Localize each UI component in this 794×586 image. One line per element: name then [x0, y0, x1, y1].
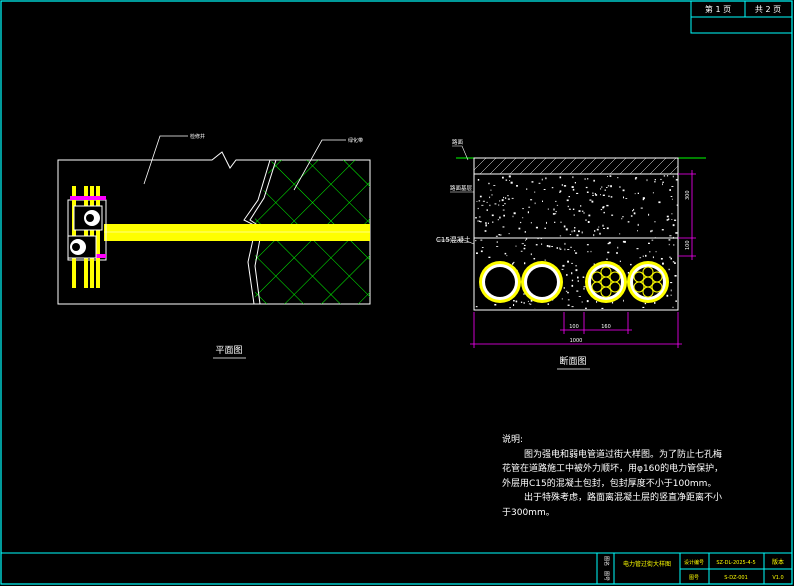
plan-view-title: 平面图: [215, 345, 242, 356]
concrete-encasement: [473, 237, 679, 311]
tb-design-no: SZ-DL-2025-4-5: [716, 560, 755, 566]
notes-line-1: 图为强电和弱电管道过街大样图。为了防止七孔梅: [524, 449, 723, 460]
base-layer: [473, 173, 679, 239]
dim-gap-2: 160: [601, 324, 611, 330]
conduit-1: [479, 261, 521, 303]
tb-drawing-name: 电力管过街大样图: [623, 560, 671, 568]
label-ground: 路面: [452, 138, 464, 146]
notes-heading: 说明:: [502, 435, 524, 445]
title-block: [1, 552, 792, 584]
dim-right-lower: 100: [685, 240, 691, 250]
tb-drawing-no: S-DZ-001: [724, 575, 748, 581]
tb-version: V1.0: [772, 575, 783, 581]
notes-line-4: 出于特殊考虑，路面离混凝土层的竖直净距离不小: [524, 493, 723, 504]
notes-line-3: 外层用C15的混凝土包封，包封厚度不小于100mm。: [502, 478, 717, 489]
tb-label-drawing-no: 图号: [603, 571, 609, 581]
leader-line-2: [293, 139, 346, 191]
tb-label-drawing-no-2: 图号: [689, 575, 699, 581]
cable-well: [67, 186, 107, 288]
leader-label-1: 检修井: [190, 133, 205, 140]
tb-label-version: 版本: [772, 558, 784, 566]
page-header-box: [690, 0, 793, 34]
break-line-1: [243, 159, 271, 305]
plan-outline: [57, 151, 371, 305]
dim-total: 1000: [570, 338, 583, 344]
conduit-4: [627, 261, 669, 303]
dim-gap-1: 100: [569, 324, 579, 330]
paving-layer: [473, 157, 679, 175]
notes-line-2: 花管在道路施工中被外力顺坏，用φ160的电力管保护，: [502, 464, 724, 475]
page-current-text: 第 1 页: [705, 4, 731, 14]
section-view-title: 断面图: [559, 355, 586, 367]
conduit-3: [585, 261, 627, 303]
plan-view: 检修井 绿化带: [57, 133, 371, 305]
label-concrete: C15混凝土: [436, 235, 471, 244]
page-total-text: 共 2 页: [755, 5, 781, 14]
leader-label-2: 绿化带: [348, 137, 363, 144]
tb-label-design-no: 设计编号: [684, 559, 704, 566]
tb-label-drawing-name: 图名: [603, 556, 610, 566]
dim-right-upper: 300: [685, 190, 691, 200]
conduit-2: [521, 261, 563, 303]
yellow-conduit: [104, 224, 370, 241]
design-notes: 说明: 图为强电和弱电管道过街大样图。为了防止七孔梅 花管在道路施工中被外力顺坏…: [502, 433, 754, 521]
leader-line-1: [143, 135, 188, 185]
section-view: 路面 路面基层 C15混凝土 300 100 100 160 1000: [436, 138, 706, 348]
notes-line-5: 于300mm。: [502, 507, 555, 518]
label-base: 路面基层: [450, 184, 473, 192]
